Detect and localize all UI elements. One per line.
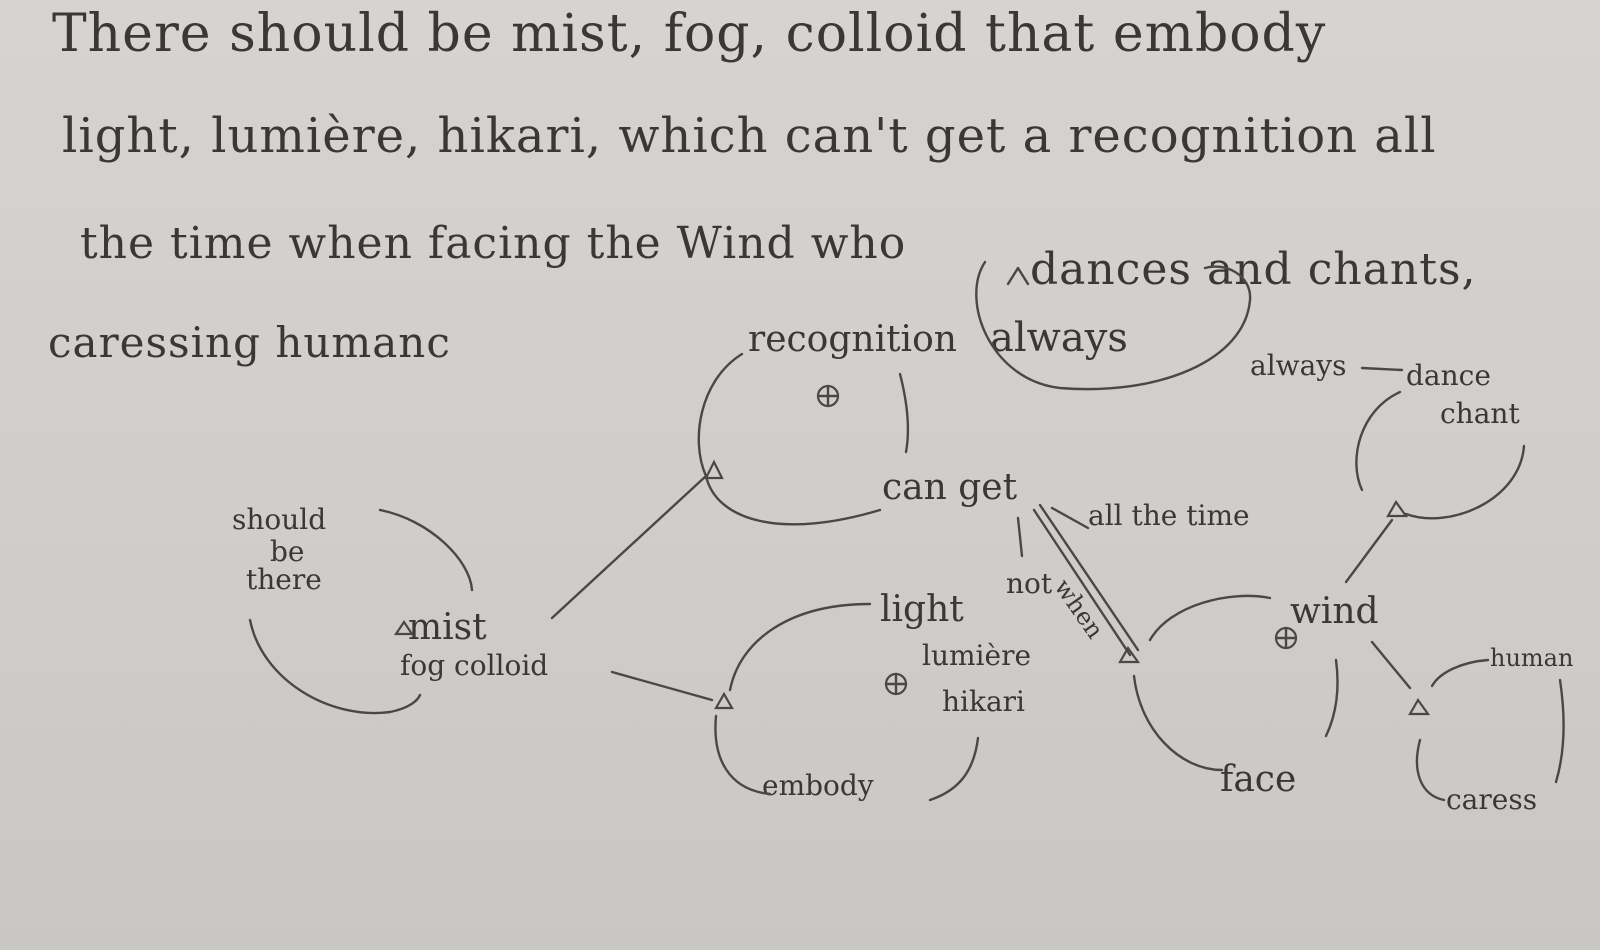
label-fog-colloid: fog colloid [400, 649, 549, 682]
always-dash [1360, 366, 1404, 372]
label-lumiere: lumière [922, 639, 1032, 672]
dance-loop-lower [1404, 444, 1526, 520]
label-wind: wind [1290, 591, 1379, 632]
mist-triangle-icon [393, 620, 415, 636]
link-colloid-embody [610, 670, 714, 702]
recognition-triangle-icon [704, 459, 724, 480]
embody-triangle-icon [714, 691, 734, 710]
should-loop-lower [248, 618, 422, 715]
label-all-the-time: all the time [1088, 499, 1250, 532]
label-face: face [1220, 759, 1297, 800]
face-right-tick [1324, 658, 1339, 738]
label-caress: caress [1446, 783, 1538, 816]
caress-loop [1415, 738, 1446, 802]
all-the-time-tick [1050, 506, 1090, 530]
caress-triangle-icon [1408, 697, 1431, 716]
should-loop [378, 508, 474, 592]
sentence-line-2: light, lumière, hikari, which can't get … [62, 108, 1437, 164]
label-human: human [1490, 644, 1574, 672]
label-mist: mist [408, 607, 487, 648]
link-canget-face [1032, 508, 1132, 657]
face-loop-lower [1132, 674, 1224, 772]
label-hikari: hikari [942, 685, 1025, 718]
label-dance: dance [1406, 359, 1491, 392]
label-always-upper: always [1250, 349, 1347, 382]
label-light: light [880, 589, 964, 630]
label-chant: chant [1440, 397, 1520, 430]
link-canget-face-2 [1038, 503, 1140, 652]
link-wind-dance [1344, 518, 1394, 584]
label-should: should [232, 503, 327, 536]
sentence-line-1: There should be mist, fog, colloid that … [52, 4, 1327, 64]
recognition-loop-lower [704, 474, 882, 526]
face-loop-upper [1148, 594, 1272, 642]
not-tick [1016, 516, 1024, 558]
human-dash [1430, 658, 1490, 688]
recognition-right-tick [898, 372, 910, 454]
label-there: there [246, 563, 322, 596]
dance-loop-upper [1355, 390, 1402, 492]
label-embody: embody [762, 769, 874, 802]
dance-triangle-icon [1386, 499, 1409, 518]
hikari-tick [928, 736, 980, 802]
sentence-insert-always: always [990, 315, 1128, 361]
label-can-get: can get [882, 467, 1018, 508]
label-recognition: recognition [748, 319, 957, 360]
link-wind-caress [1370, 640, 1412, 690]
label-be: be [270, 535, 305, 568]
always-loop [975, 260, 1252, 391]
sentence-line-3a: the time when facing the Wind who [80, 218, 907, 269]
sentence-line-4: caressing humanc [48, 318, 451, 367]
embody-loop-lower [714, 714, 772, 796]
sentence-line-3b: dances and chants, [1030, 244, 1477, 295]
insert-caret [1006, 266, 1030, 286]
embody-loop-upper [728, 602, 872, 692]
recognition-loop-upper [697, 352, 744, 478]
link-mist-recognition [550, 474, 708, 620]
face-triangle-icon [1118, 645, 1141, 664]
human-right-tick [1554, 678, 1565, 784]
label-not: not [1006, 567, 1053, 600]
